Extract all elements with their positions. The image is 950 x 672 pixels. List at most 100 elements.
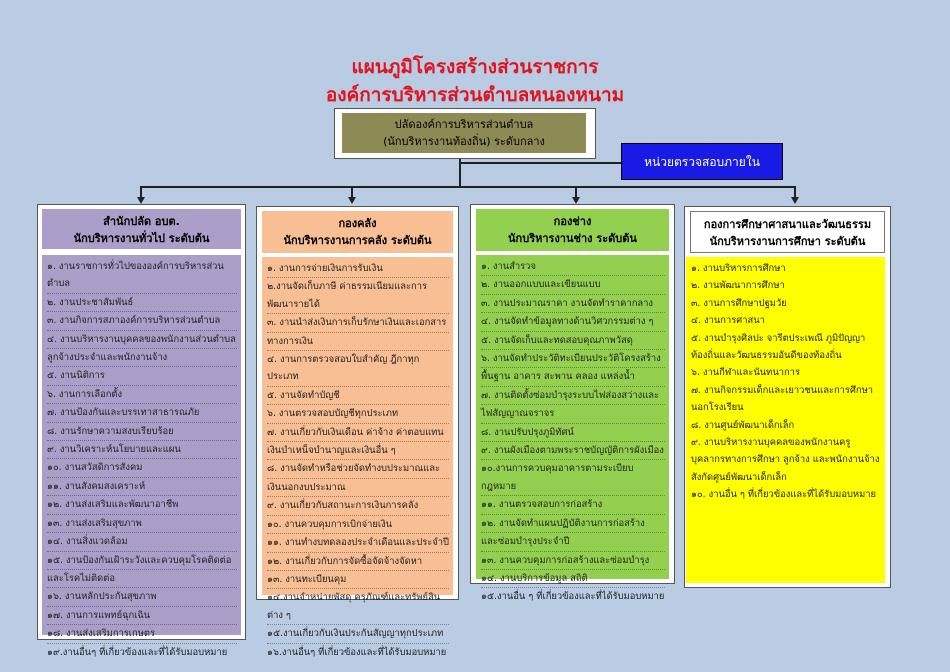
task-item: ๑๙.งานอื่นๆ ที่เกี่ยวข้องและที่ได้รับมอบ… [47, 646, 228, 658]
task-item: ๒. งานออกแบบและเขียนแบบ [481, 276, 665, 295]
arrow-down-icon [572, 197, 580, 204]
task-item: ๑๓. งานทะเบียนคุม [267, 571, 449, 590]
division-office-of-chief-task-list: ๑. งานราชการทั่วไปขององค์การบริหารส่วนตำ… [42, 255, 241, 658]
task-item: ๑๓. งานควบคุมการก่อสร้างและซ่อมบำรุง [481, 552, 665, 570]
task-item: ๗. งานกิจกรรมเด็กและเยาวชนและการศึกษา [691, 384, 874, 396]
task-item: ๕. งานจัดเก็บและทดสอบคุณภาพวัสดุ [481, 332, 665, 351]
task-item: ๕. งานนิติการ [47, 367, 237, 386]
division-level: นักบริหารงานการคลัง ระดับต้น [283, 234, 432, 247]
division-level: นักบริหารงานการศึกษา ระดับต้น [709, 235, 866, 248]
arrow-down-icon [137, 197, 145, 204]
task-item: ไฟสัญญาณจราจร [481, 405, 665, 424]
task-item: ๑๒. งานส่งเสริมและพัฒนาอาชีพ [47, 496, 237, 515]
chart-title-line2: องค์การบริหารส่วนตำบลหนองหนาม [325, 84, 625, 106]
task-item: บุคลากรทางการศึกษา ลูกจ้าง และพนักงานจ้า… [691, 454, 880, 466]
task-item: ๓. งานกิจการสภาองค์การบริหารส่วนตำบล [47, 312, 237, 331]
division-education-header: กองการศึกษาศาสนาและวัฒนธรรม นักบริหารงาน… [690, 211, 885, 253]
task-item: ๔. งานจัดทำข้อมูลทางด้านวิศวกรรมต่าง ๆ [481, 313, 665, 332]
arrow-down-icon [348, 197, 356, 204]
chief-administrator-level: (นักบริหารงานท้องถิ่น) ระดับกลาง [383, 135, 545, 148]
division-name: กองคลัง [338, 217, 377, 230]
task-item: เงินนอกงบประมาณ [267, 479, 449, 498]
task-item: ๓. งานนำส่งเงินการเก็บรักษาเงินและเอกสาร [267, 314, 449, 333]
task-item: ๘. งานจัดทำหรือช่วยจัดทำงบประมาณและ [267, 460, 449, 479]
task-item: ๒.งานจัดเก็บภาษี ค่าธรรมเนียมและการพัฒนา… [267, 278, 449, 315]
task-item: ๓. งานประมาณราคา งานจัดทำราคากลาง [481, 295, 665, 314]
task-item: ๑๑. งานทำงบทดลองประจำเดือนและประจำปี [267, 534, 449, 553]
connector-col3 [575, 186, 577, 198]
task-item: ๘. งานรักษาความสงบเรียบร้อย [47, 423, 237, 442]
task-item: ๑๐. งานสวัสดิการสังคม [47, 459, 237, 478]
task-item: ๓. งานการศึกษาปฐมวัย [691, 297, 787, 309]
task-item: ๗. งานเกี่ยวกับเงินเดือน ค่าจ้าง ค่าตอบแ… [267, 424, 449, 443]
task-item: ๑๐. งานควบคุมการเบิกจ่ายเงิน [267, 516, 449, 535]
chief-administrator-box: ปลัดองค์การบริหารส่วนตำบล (นักบริหารงานท… [342, 113, 586, 153]
division-name: สำนักปลัด อบต. [103, 215, 180, 228]
task-item: ๑๕.งานเกี่ยวกับเงินประกันสัญญาทุกประเภท [267, 625, 449, 644]
task-item: ๙. งานผังเมืองตามพระราชบัญญัติการผังเมือ… [481, 442, 665, 461]
task-item: ๑. งานการจ่ายเงินการรับเงิน [267, 260, 449, 279]
division-engineering-header: กองช่าง นักบริหารงานช่าง ระดับต้น [476, 209, 669, 251]
task-item: ๑๔. งานสิ่งแวดล้อม [47, 533, 237, 552]
task-item: ๘. งานศูนย์พัฒนาเด็กเล็ก [691, 419, 795, 431]
task-item: ๑๕. งานป้องกันเฝ้าระวังและควบคุมโรคติดต่… [47, 552, 237, 570]
task-item: ๑. งานบริหารการศึกษา [691, 263, 786, 274]
task-item: ๑๐.งานการควบคุมอาคารตามระเบียบกฎหมาย [481, 460, 665, 497]
task-item: ๕. งานจัดทำบัญชี [267, 387, 449, 406]
task-item: ๑๗. งานการแพทย์ฉุกเฉิน [47, 607, 237, 626]
task-item: ๑๘. งานส่งเสริมการเกษตร [47, 625, 237, 644]
task-item: ๔. งานการตรวจสอบใบสำคัญ ฎีกาทุกประเภท [267, 351, 449, 387]
task-item: ๑๕.งานอื่น ๆ ที่เกี่ยวข้องและที่ได้รับมอ… [481, 591, 665, 603]
division-engineering-task-list: ๑. งานสำรวจ ๒. งานออกแบบและเขียนแบบ ๓. ง… [476, 255, 669, 602]
division-level: นักบริหารงานช่าง ระดับต้น [508, 232, 637, 245]
task-item: และโรคไม่ติดต่อ [47, 570, 237, 589]
task-item: ๙. งานบริหารงานบุคคลของพนักงานครู [691, 437, 851, 449]
division-name: กองการศึกษาศาสนาและวัฒนธรรม [703, 218, 872, 231]
task-item: ๒. งานพัฒนาการศึกษา [691, 280, 785, 292]
task-item: ทางการเงิน [267, 333, 449, 352]
division-finance-task-list: ๑. งานการจ่ายเงินการรับเงิน ๒.งานจัดเก็บ… [262, 257, 453, 658]
connector-col2 [351, 186, 353, 198]
connector-horizontal [140, 186, 795, 188]
task-item: ๖. งานจัดทำประวัติทะเบียนประวัติโครงสร้า… [481, 350, 665, 369]
task-item: ๒. งานประชาสัมพันธ์ [47, 294, 237, 313]
task-item: ๑๑. งานตรวจสอบการก่อสร้าง [481, 496, 665, 515]
task-item: สังกัดศูนย์พัฒนาเด็กเล็ก [691, 471, 787, 483]
task-item: ลูกจ้างประจำและพนักงานจ้าง [47, 349, 237, 368]
internal-audit-box: หน่วยตรวจสอบภายใน [621, 143, 783, 180]
task-item: เงินบำเหน็จบำนาญและเงินอื่น ๆ [267, 442, 449, 461]
task-item: ๑๒. งานเกี่ยวกับการจัดซื้อจัดจ้างจัดหา [267, 553, 449, 571]
task-item: นอกโรงเรียน [691, 402, 744, 414]
division-finance-header: กองคลัง นักบริหารงานการคลัง ระดับต้น [262, 211, 453, 253]
chart-title-line1: แผนภูมิโครงสร้างส่วนราชการ [351, 56, 599, 78]
task-item: ๑๔.งานจำหน่ายพัสดุ ครุภัณฑ์และทรัพย์สินต… [267, 589, 449, 626]
task-item: ๑๒. งานจัดทำแผนปฏิบัติงานการก่อสร้าง [481, 515, 665, 534]
task-item: ๖. งานการเลือกตั้ง [47, 386, 237, 405]
task-item: ๙. งานวิเคราะห์นโยบายและแผน [47, 441, 237, 460]
task-item: ๑๑. งานสังคมสงเคราะห์ [47, 478, 237, 497]
task-item: ๑. งานราชการทั่วไปขององค์การบริหารส่วนตำ… [47, 258, 237, 294]
connector-col1 [140, 186, 142, 198]
chief-administrator-title: ปลัดองค์การบริหารส่วนตำบล [394, 118, 534, 131]
connector-col4 [794, 186, 796, 198]
division-level: นักบริหารงานทั่วไป ระดับต้น [73, 232, 210, 245]
arrow-down-icon [791, 197, 799, 204]
task-item: ๑. งานสำรวจ [481, 258, 665, 277]
task-item: ท้องถิ่นและวัฒนธรรมอันดีของท้องถิ่น [691, 350, 842, 362]
task-item: พื้นฐาน อาคาร สะพาน คลอง แหล่งน้ำ [481, 368, 665, 387]
task-item: ๑๐. งานอื่น ๆ ที่เกี่ยวข้องและที่ได้รับม… [691, 489, 877, 501]
task-item: ๗. งานป้องกันและบรรเทาสาธารณภัย [47, 404, 237, 423]
task-item: ๖. งานกีฬาและนันทนาการ [691, 367, 800, 379]
task-item: ๖. งานตรวจสอบบัญชีทุกประเภท [267, 405, 449, 424]
task-item: ๘. งานปรับปรุงภูมิทัศน์ [481, 424, 665, 443]
task-item: ๑๓. งานส่งเสริมสุขภาพ [47, 515, 237, 534]
task-item: ๕. งานบำรุงศิลปะ จารีตประเพณี ภูมิปัญญา [691, 332, 866, 344]
division-education-task-list: ๑. งานบริหารการศึกษา ๒. งานพัฒนาการศึกษา… [686, 257, 885, 583]
division-name: กองช่าง [553, 215, 592, 228]
division-office-of-chief-header: สำนักปลัด อบต. นักบริหารงานทั่วไป ระดับต… [42, 209, 241, 249]
task-item: ๔. งานบริหารงานบุคคลของพนักงานส่วนตำบล [47, 331, 237, 350]
task-item: ๑๖. งานหลักประกันสุขภาพ [47, 588, 237, 607]
connector-top-vertical [459, 159, 461, 187]
task-item: ๙. งานเกี่ยวกับสถานะการเงินการคลัง [267, 497, 449, 516]
task-item: ๑๔. งานบริการข้อมูล สถิติ [481, 570, 665, 589]
